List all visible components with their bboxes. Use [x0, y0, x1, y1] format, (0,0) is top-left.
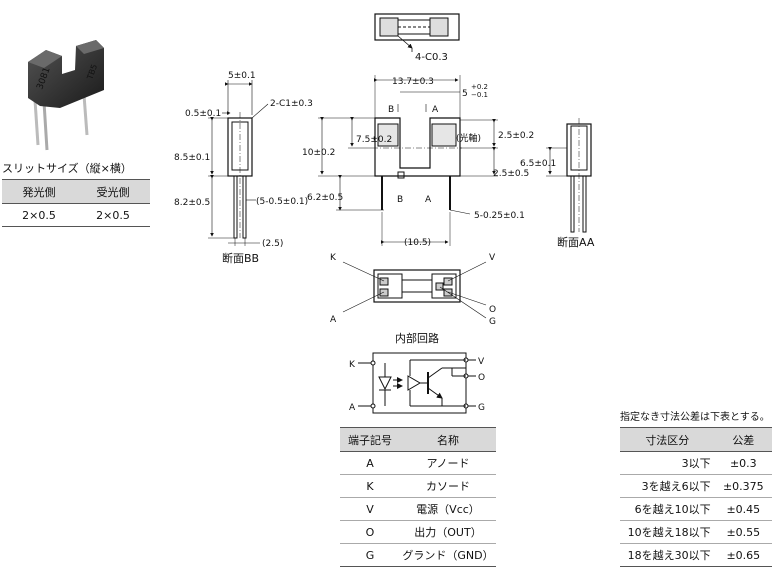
terminal-name: カソード [399, 474, 496, 498]
slit-size-table: 発光側 受光側 2×0.5 2×0.5 [2, 179, 150, 227]
pin-label-a: A [330, 315, 337, 325]
section-aa-view: 6.5±0.1 断面AA [520, 118, 595, 249]
front-view: 13.7±0.3 5 +0.2 −0.1 B A B A 7.5±0.2 10±… [302, 75, 534, 248]
tolerance-range: 3を越え6以下 [620, 474, 715, 498]
table-row: V 電源（Vcc） [340, 497, 496, 521]
drawing-canvas: 3081 TB5 4-C0.3 5±0.1 8.5±0.1 8.2±0.5 [28, 13, 595, 414]
dim-8-5: 8.5±0.1 [174, 153, 210, 163]
terminal-header-symbol: 端子記号 [340, 427, 400, 452]
pin-label-k: K [330, 253, 337, 263]
terminal-symbol: K [340, 474, 400, 498]
pin-label-g: G [489, 317, 496, 327]
section-bb-label: 断面BB [222, 251, 259, 265]
dim-pitch-10-5: (10.5) [404, 238, 431, 248]
dim-6-5: 6.5±0.1 [520, 159, 556, 169]
dim-8-2: 8.2±0.5 [174, 198, 210, 208]
tolerance-range: 3以下 [620, 451, 715, 475]
tolerance-table: 寸法区分 公差 3以下 ±0.3 3を越え6以下 ±0.375 6を越え10以下… [620, 427, 772, 567]
circuit-pin-v: V [478, 357, 485, 367]
circuit-pin-o: O [478, 373, 485, 383]
tolerance-range: 10を越え18以下 [620, 520, 715, 544]
table-row: 6を越え10以下 ±0.45 [620, 497, 772, 521]
slit-value-emitter: 2×0.5 [2, 203, 76, 227]
slit-header-receiver: 受光側 [76, 179, 150, 204]
dim-lead-0-25: 5-0.25±0.1 [474, 211, 525, 221]
pin-label-v: V [489, 253, 496, 263]
terminal-header-name: 名称 [399, 427, 496, 452]
tolerance-range: 6を越え10以下 [620, 497, 715, 521]
dim-0-5: 0.5±0.1 [185, 109, 221, 119]
dim-5: 5±0.1 [228, 71, 256, 81]
section-bb-view: 5±0.1 8.5±0.1 8.2±0.5 0.5±0.1 2-C1±0.3 (… [174, 71, 313, 265]
slit-header-emitter: 発光側 [2, 179, 76, 204]
table-row: A アノード [340, 451, 496, 475]
dim-chamfer-4: 4-C0.3 [415, 52, 448, 63]
table-row: 10を越え18以下 ±0.55 [620, 520, 772, 544]
dim-13-7: 13.7±0.3 [392, 77, 434, 87]
terminal-name: アノード [399, 451, 496, 475]
table-row: K カソード [340, 474, 496, 498]
table-row: 3を越え6以下 ±0.375 [620, 474, 772, 498]
tolerance-value: ±0.55 [714, 520, 772, 544]
section-marker-b-bottom: B [397, 195, 403, 205]
terminal-name: 電源（Vcc） [399, 497, 496, 521]
table-row: G グランド（GND） [340, 543, 496, 567]
product-photo: 3081 TB5 [28, 40, 104, 151]
terminal-table: 端子記号 名称 A アノード K カソード V 電源（Vcc） O 出力（OUT… [340, 427, 496, 567]
terminal-symbol: V [340, 497, 400, 521]
table-row: O 出力（OUT） [340, 520, 496, 544]
circuit-pin-a: A [349, 403, 356, 413]
dim-6-2: 6.2±0.5 [307, 193, 343, 203]
terminal-symbol: A [340, 451, 400, 475]
dim-2-c1: 2-C1±0.3 [270, 99, 313, 109]
tolerance-header-range: 寸法区分 [620, 427, 715, 452]
terminal-name: 出力（OUT） [399, 520, 496, 544]
dim-7-5: 7.5±0.2 [356, 135, 392, 145]
dim-gap-tol-up: +0.2 [471, 83, 488, 91]
dim-optical-axis: (光軸) [456, 132, 481, 144]
terminal-symbol: O [340, 520, 400, 544]
tolerance-range: 18を越え30以下 [620, 543, 715, 567]
section-aa-label: 断面AA [557, 235, 595, 249]
circuit-title: 内部回路 [395, 331, 439, 345]
dim-10: 10±0.2 [302, 148, 335, 158]
section-marker-a-top: A [432, 105, 439, 115]
section-marker-b-top: B [388, 105, 394, 115]
top-view: 4-C0.3 [374, 13, 460, 63]
dim-lead-width: (5-0.5±0.1) [256, 197, 308, 207]
terminal-name: グランド（GND） [399, 543, 496, 567]
tolerance-value: ±0.375 [714, 474, 772, 498]
table-row: 3以下 ±0.3 [620, 451, 772, 475]
pin-label-o: O [489, 305, 496, 315]
circuit-pin-g: G [478, 403, 485, 413]
slit-value-receiver: 2×0.5 [76, 203, 150, 227]
tolerance-header-value: 公差 [714, 427, 772, 452]
tolerance-value: ±0.65 [714, 543, 772, 567]
tolerance-note: 指定なき寸法公差は下表とする。 [620, 412, 770, 423]
bottom-pin-view: K A V O G [330, 253, 496, 327]
dim-2-5-b: 2.5±0.5 [493, 169, 529, 179]
tolerance-value: ±0.45 [714, 497, 772, 521]
dim-pitch-2-5: (2.5) [262, 239, 283, 249]
dim-2-5-a: 2.5±0.2 [498, 131, 534, 141]
table-row: 18を越え30以下 ±0.65 [620, 543, 772, 567]
dim-gap-tol-down: −0.1 [471, 91, 488, 99]
circuit-pin-k: K [349, 360, 356, 370]
internal-circuit: K A V O G [349, 352, 485, 414]
slit-size-title: スリットサイズ（縦×横） [2, 162, 132, 175]
dim-gap-5: 5 [462, 89, 468, 99]
tolerance-value: ±0.3 [714, 451, 772, 475]
section-marker-a-bottom: A [425, 195, 432, 205]
terminal-symbol: G [340, 543, 400, 567]
